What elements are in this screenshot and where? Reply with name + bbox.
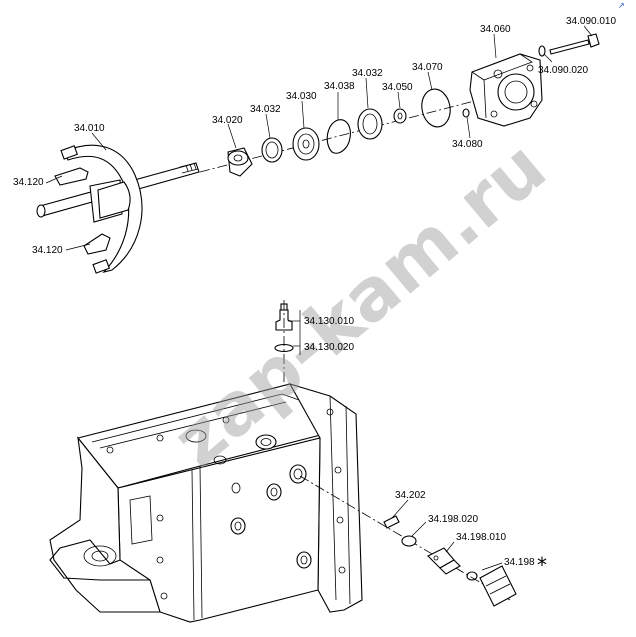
cover-housing-part xyxy=(469,53,543,127)
fork-pad-lower xyxy=(83,233,111,255)
label-34-030: 34.030 xyxy=(286,91,317,102)
pin-part xyxy=(462,108,470,118)
shift-shaft-assembly xyxy=(36,33,600,274)
label-34-010: 34.010 xyxy=(74,123,105,134)
bushing-part xyxy=(227,147,253,177)
label-34-032-b: 34.032 xyxy=(352,68,383,79)
label-34-130-020: 34.130.020 xyxy=(304,342,354,353)
label-34-070: 34.070 xyxy=(412,62,443,73)
corner-mark: ↗ xyxy=(618,1,625,10)
small-bushing-part xyxy=(393,108,407,124)
asterisk-mark: * xyxy=(537,553,547,577)
shift-fork-part xyxy=(60,144,143,274)
label-34-090-010: 34.090.010 xyxy=(566,16,616,27)
sensor-part xyxy=(427,547,461,575)
label-34-198-010: 34.198.010 xyxy=(456,532,506,543)
leader-lines xyxy=(45,25,593,571)
watermark: zap-kam.ru xyxy=(157,125,561,483)
seal-ring-part-a xyxy=(261,137,283,163)
label-34-020: 34.020 xyxy=(212,115,243,126)
label-34-202: 34.202 xyxy=(395,490,426,501)
label-34-120-upper: 34.120 xyxy=(13,177,44,188)
label-34-080: 34.080 xyxy=(452,139,483,150)
fork-pad-upper xyxy=(54,167,89,186)
label-34-038: 34.038 xyxy=(324,81,355,92)
cup-part xyxy=(292,127,320,161)
washer-part xyxy=(538,45,546,57)
dowel-pin-part xyxy=(383,515,400,529)
gearbox-housing-part xyxy=(49,383,363,623)
bolt-part xyxy=(549,33,600,55)
label-34-198-020: 34.198.020 xyxy=(428,514,478,525)
snap-ring-part xyxy=(326,119,351,154)
label-34-120-lower: 34.120 xyxy=(32,245,63,256)
label-34-090-020: 34.090.020 xyxy=(538,65,588,76)
label-34-198: 34.198 xyxy=(504,557,535,568)
switch-part xyxy=(466,565,517,607)
label-34-050: 34.050 xyxy=(382,82,413,93)
label-34-060: 34.060 xyxy=(480,24,511,35)
part-labels: 34.010 34.120 34.120 34.020 34.032 34.03… xyxy=(13,16,616,577)
label-34-032-a: 34.032 xyxy=(250,104,281,115)
seal-ring-part-b xyxy=(357,108,383,140)
o-ring-part xyxy=(421,88,451,128)
sensor-seal-part xyxy=(401,535,417,547)
label-34-130-010: 34.130.010 xyxy=(304,316,354,327)
